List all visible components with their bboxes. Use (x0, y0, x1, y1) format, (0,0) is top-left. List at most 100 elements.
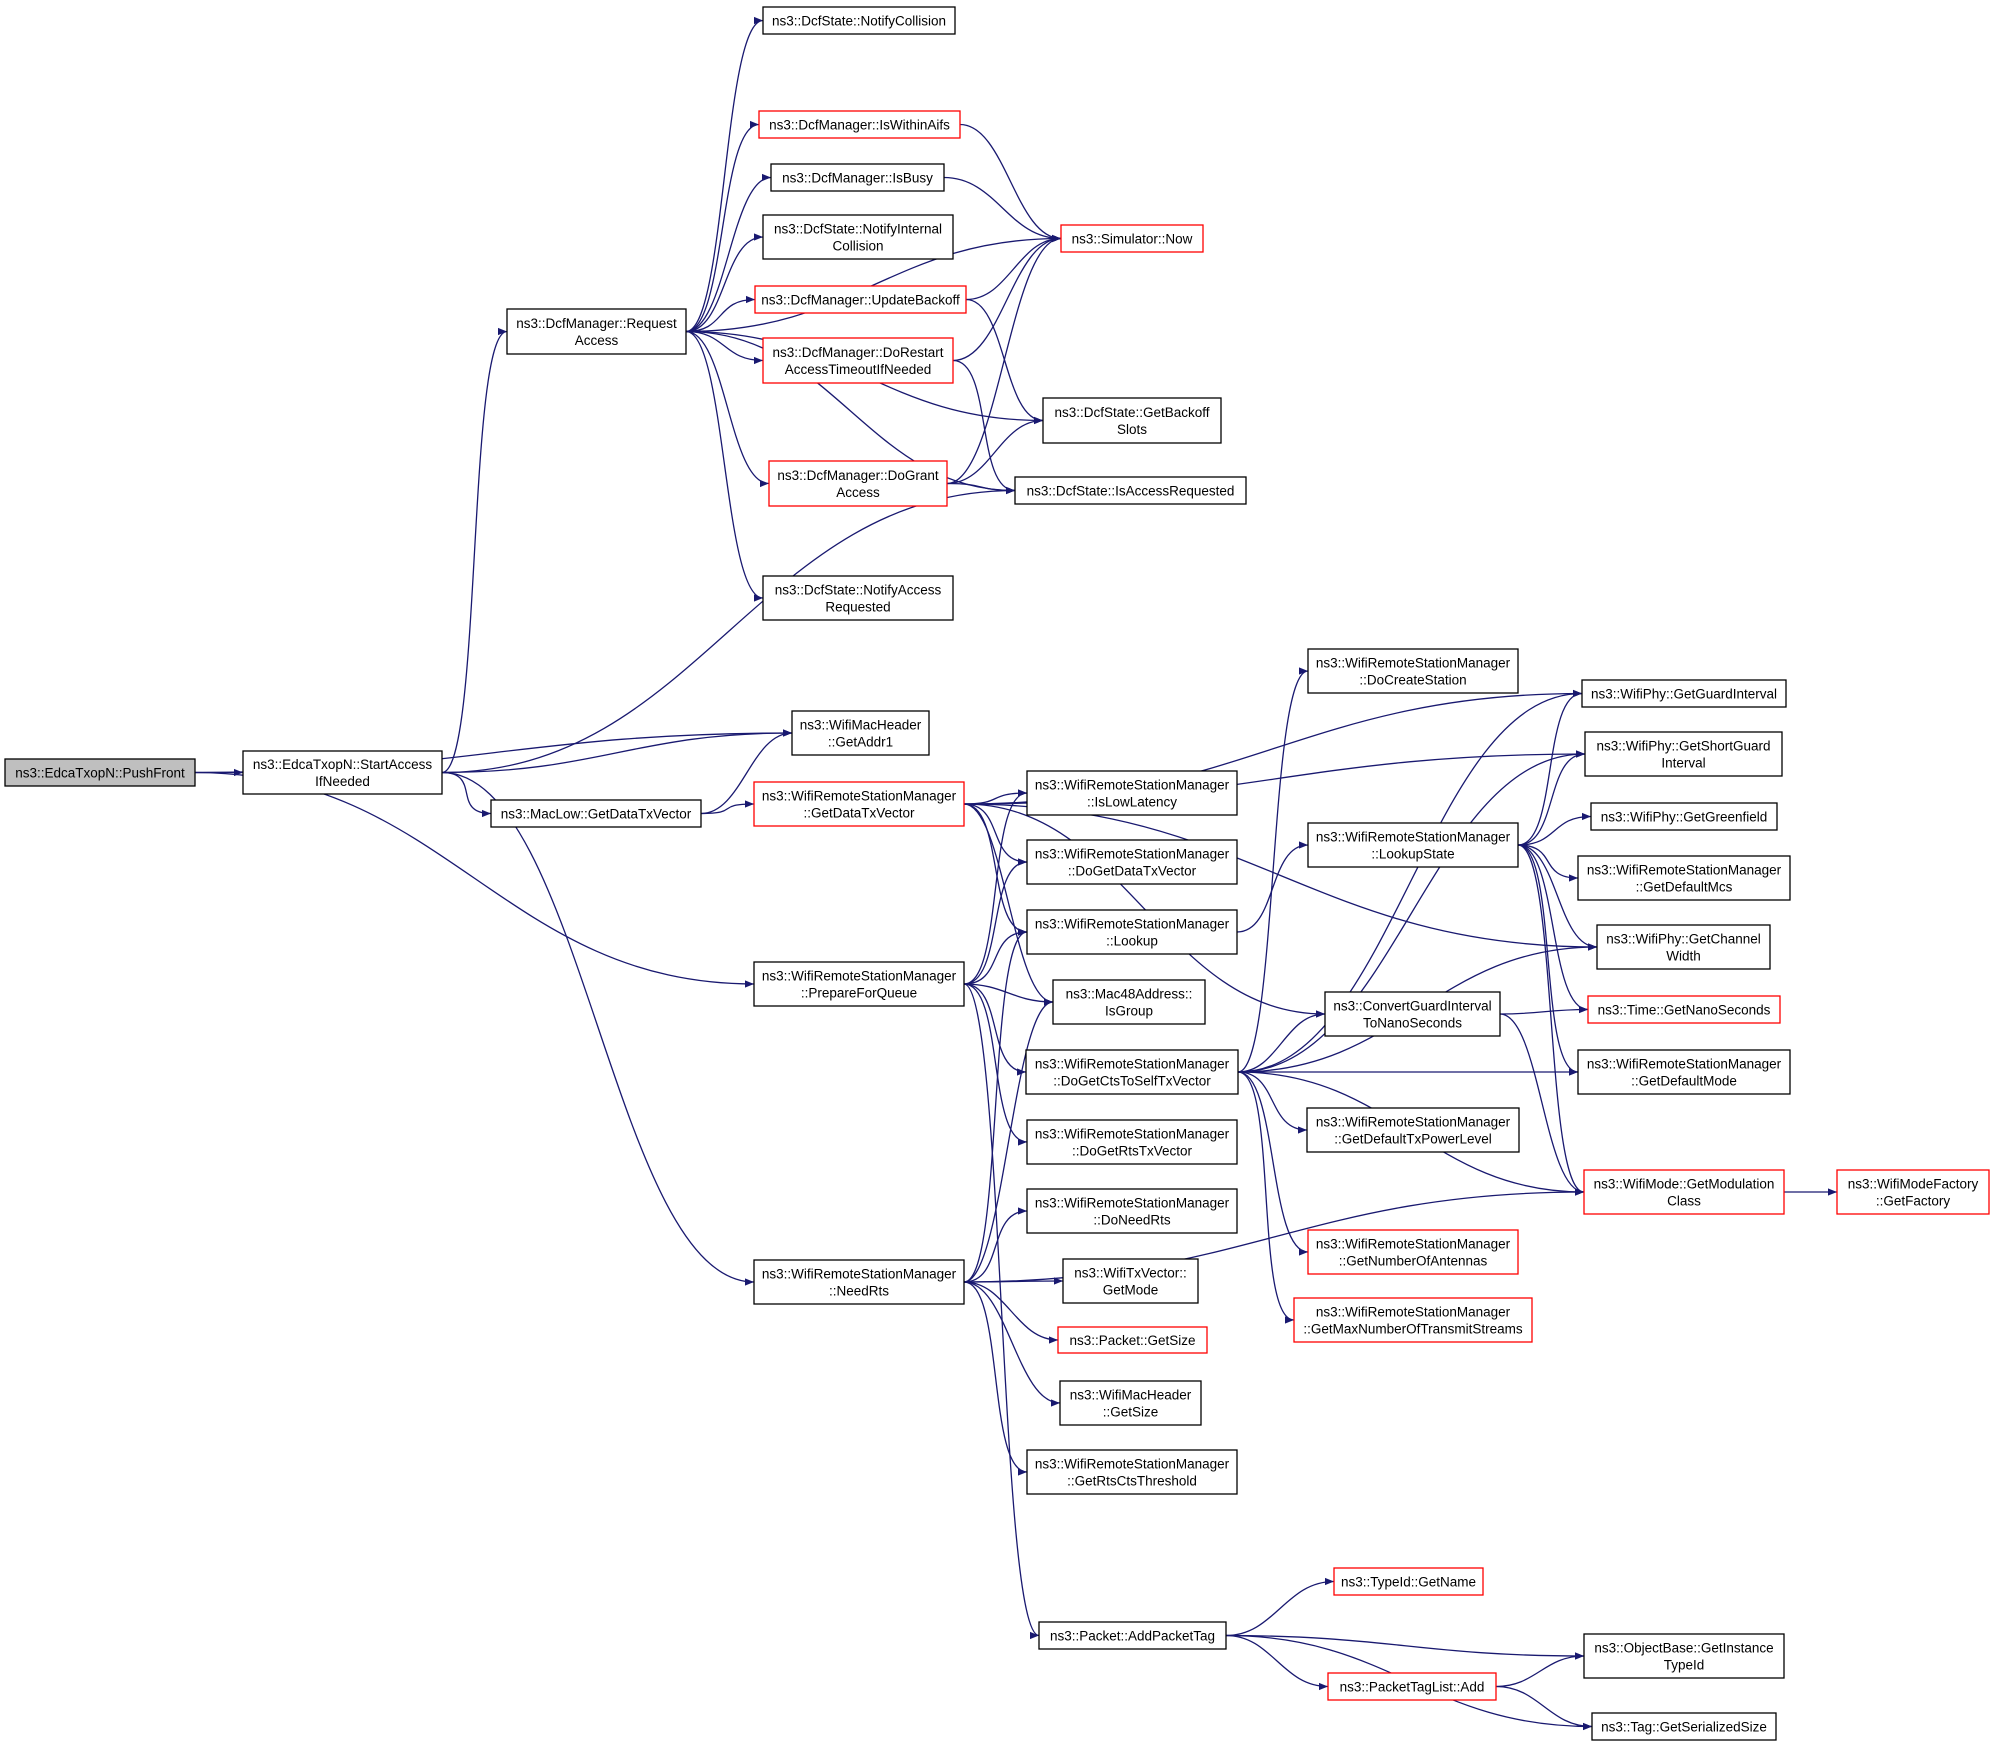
node-docreatestation[interactable]: ns3::WifiRemoteStationManager::DoCreateS… (1307, 648, 1519, 694)
node-getdefaulttxpower[interactable]: ns3::WifiRemoteStationManager::GetDefaul… (1306, 1107, 1520, 1153)
node-iswithinaifs[interactable]: ns3::DcfManager::IsWithinAifs (758, 110, 961, 139)
node-addpackettag[interactable]: ns3::Packet::AddPacketTag (1038, 1621, 1227, 1650)
node-txvectorgetmode[interactable]: ns3::WifiTxVector::GetMode (1062, 1258, 1199, 1304)
node-box (1581, 679, 1787, 708)
node-label: IfNeeded (315, 774, 370, 789)
node-box (770, 163, 945, 192)
node-label: ::GetAddr1 (828, 735, 893, 750)
node-label: ns3::DcfState::NotifyCollision (772, 14, 946, 29)
node-box (1596, 924, 1771, 970)
node-maclowgetdatatx[interactable]: ns3::MacLow::GetDataTxVector (490, 799, 702, 828)
node-label: ::IsLowLatency (1087, 795, 1177, 810)
node-getdefaultmcs[interactable]: ns3::WifiRemoteStationManager::GetDefaul… (1577, 855, 1791, 901)
node-box (490, 799, 702, 828)
node-isgroup[interactable]: ns3::Mac48Address::IsGroup (1052, 979, 1206, 1025)
node-simnow[interactable]: ns3::Simulator::Now (1060, 224, 1204, 253)
node-label: ns3::WifiPhy::GetGuardInterval (1591, 687, 1777, 702)
edge-lookupstate-to-getdefaultmode (1517, 844, 1579, 1076)
node-label: ns3::EdcaTxopN::PushFront (15, 766, 185, 781)
edge-requestaccess-to-isbusy (685, 173, 772, 333)
node-box (1591, 1712, 1777, 1741)
node-label: ns3::WifiPhy::GetGreenfield (1601, 810, 1768, 825)
node-label: ns3::WifiPhy::GetShortGuard (1596, 739, 1770, 754)
node-label: IsGroup (1105, 1004, 1153, 1019)
node-getnanoseconds[interactable]: ns3::Time::GetNanoSeconds (1587, 995, 1781, 1024)
node-label: ::DoGetDataTxVector (1068, 864, 1197, 879)
node-box (1577, 1049, 1791, 1095)
node-getdefaultmode[interactable]: ns3::WifiRemoteStationManager::GetDefaul… (1577, 1049, 1791, 1095)
node-box (762, 575, 954, 621)
node-getmaxstreams[interactable]: ns3::WifiRemoteStationManager::GetMaxNum… (1293, 1297, 1533, 1343)
node-dogetrts[interactable]: ns3::WifiRemoteStationManager::DoGetRtsT… (1026, 1119, 1238, 1165)
node-dogetdatatx[interactable]: ns3::WifiRemoteStationManager::DoGetData… (1026, 839, 1238, 885)
node-label: ns3::WifiRemoteStationManager (762, 1267, 957, 1282)
node-isaccessrequested[interactable]: ns3::DcfState::IsAccessRequested (1014, 476, 1247, 505)
node-wrsmgetdatatx[interactable]: ns3::WifiRemoteStationManager::GetDataTx… (753, 781, 965, 827)
edge-preparequeue-to-islowlatency (963, 789, 1028, 985)
node-box (4, 758, 196, 787)
node-getserializedsize[interactable]: ns3::Tag::GetSerializedSize (1591, 1712, 1777, 1741)
node-box (1057, 1326, 1208, 1354)
node-getfactory[interactable]: ns3::WifiModeFactory::GetFactory (1836, 1169, 1990, 1215)
node-label: ns3::DcfState::IsAccessRequested (1027, 484, 1235, 499)
node-getgreenfield[interactable]: ns3::WifiPhy::GetGreenfield (1590, 802, 1778, 831)
node-box (753, 1259, 965, 1305)
node-doneedrts[interactable]: ns3::WifiRemoteStationManager::DoNeedRts (1026, 1188, 1238, 1234)
node-label: ns3::WifiRemoteStationManager (1035, 1196, 1230, 1211)
node-box (1333, 1567, 1484, 1596)
node-box (1038, 1621, 1227, 1650)
edge-startaccess-to-needrts (441, 771, 755, 1286)
node-getguardinterval[interactable]: ns3::WifiPhy::GetGuardInterval (1581, 679, 1787, 708)
node-box (1327, 1672, 1497, 1701)
edge-lookup-to-lookupstate (1236, 841, 1309, 933)
node-label: ::LookupState (1371, 847, 1454, 862)
node-dogetcts[interactable]: ns3::WifiRemoteStationManager::DoGetCtsT… (1025, 1049, 1239, 1095)
node-box (1324, 991, 1501, 1037)
node-updatebackoff[interactable]: ns3::DcfManager::UpdateBackoff (754, 285, 967, 314)
node-getnumantennas[interactable]: ns3::WifiRemoteStationManager::GetNumber… (1307, 1229, 1519, 1275)
edge-dogrant-to-simnow (946, 234, 1062, 485)
node-packettaglistadd[interactable]: ns3::PacketTagList::Add (1327, 1672, 1497, 1701)
node-machdrgetsize[interactable]: ns3::WifiMacHeader::GetSize (1059, 1380, 1202, 1426)
node-label: ns3::WifiRemoteStationManager (1035, 1057, 1230, 1072)
node-packetgetsize[interactable]: ns3::Packet::GetSize (1057, 1326, 1208, 1354)
node-pushfront[interactable]: ns3::EdcaTxopN::PushFront (4, 758, 196, 787)
node-label: ns3::WifiRemoteStationManager (1035, 917, 1230, 932)
node-label: Slots (1117, 422, 1147, 437)
node-isbusy[interactable]: ns3::DcfManager::IsBusy (770, 163, 945, 192)
node-box (1026, 839, 1238, 885)
node-label: ns3::DcfManager::IsBusy (782, 171, 933, 186)
node-typeidgetname[interactable]: ns3::TypeId::GetName (1333, 1567, 1484, 1596)
node-label: ns3::WifiRemoteStationManager (762, 969, 957, 984)
node-getaddr1[interactable]: ns3::WifiMacHeader::GetAddr1 (791, 710, 930, 756)
node-box (1060, 224, 1204, 253)
edge-requestaccess-to-isaccessrequested (685, 330, 1016, 495)
edge-wrsmgetdatatx-to-dogetdatatx (963, 803, 1028, 866)
node-box (753, 781, 965, 827)
node-notifycollision[interactable]: ns3::DcfState::NotifyCollision (762, 6, 956, 35)
node-box (791, 710, 930, 756)
node-label: Interval (1661, 756, 1705, 771)
edge-lookupstate-to-getgreenfield (1517, 812, 1592, 846)
node-label: Requested (825, 600, 890, 615)
node-needrts[interactable]: ns3::WifiRemoteStationManager::NeedRts (753, 1259, 965, 1305)
node-getrtsctsthr[interactable]: ns3::WifiRemoteStationManager::GetRtsCts… (1026, 1449, 1238, 1495)
node-dorestart[interactable]: ns3::DcfManager::DoRestartAccessTimeoutI… (762, 337, 954, 384)
edge-needrts-to-packetgetsize (963, 1281, 1059, 1344)
node-preparequeue[interactable]: ns3::WifiRemoteStationManager::PrepareFo… (753, 961, 965, 1007)
node-islowlatency[interactable]: ns3::WifiRemoteStationManager::IsLowLate… (1026, 770, 1238, 816)
node-lookupstate[interactable]: ns3::WifiRemoteStationManager::LookupSta… (1307, 822, 1519, 868)
node-label: ns3::Mac48Address:: (1066, 987, 1193, 1002)
node-lookup[interactable]: ns3::WifiRemoteStationManager::Lookup (1026, 909, 1238, 955)
